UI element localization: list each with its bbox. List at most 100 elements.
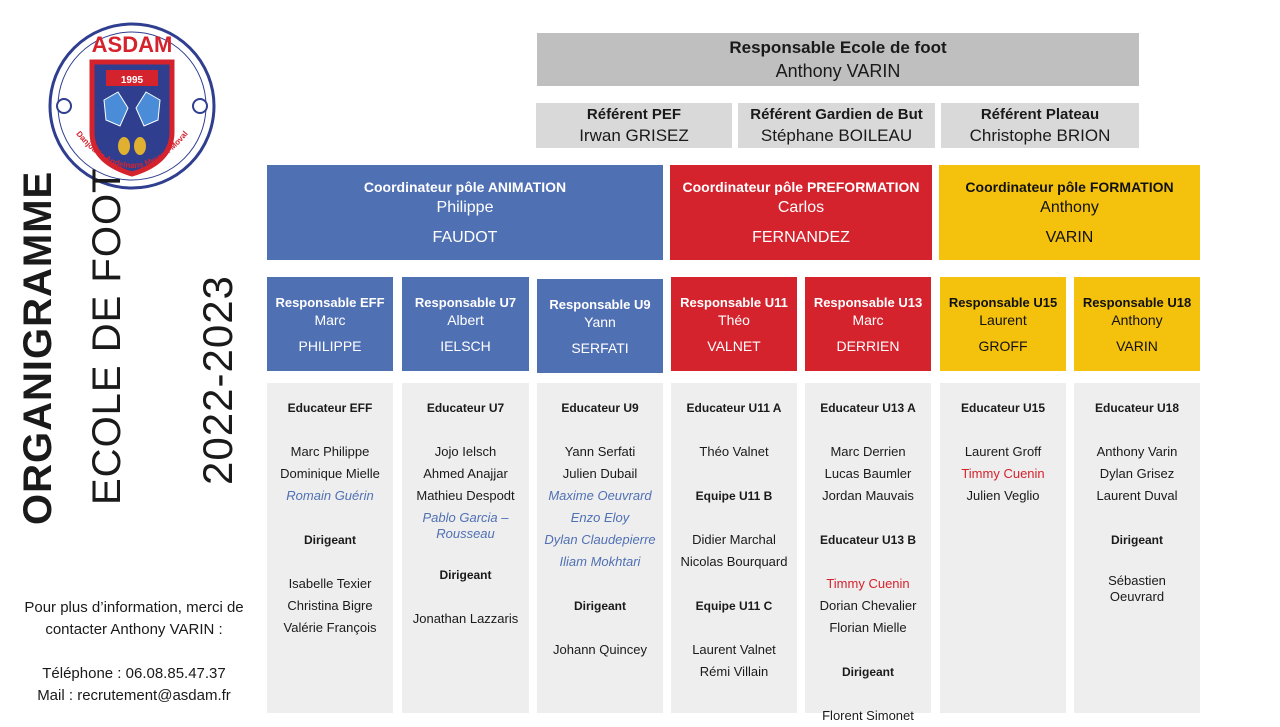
column-u15: Educateur U15 Laurent Groff Timmy Cuenin… xyxy=(940,383,1066,713)
responsable-role: Responsable U11 xyxy=(680,294,788,310)
responsable-last-name: DERRIEN xyxy=(836,337,900,354)
educator-name: Florian Mielle xyxy=(829,620,907,635)
responsable-first-name: Marc xyxy=(852,311,884,328)
responsable-last-name: VARIN xyxy=(1116,337,1158,354)
educator-name: Timmy Cuenin xyxy=(826,576,910,591)
referent-gardien-box: Référent Gardien de But Stéphane BOILEAU xyxy=(738,103,935,148)
responsable-role: Responsable EFF xyxy=(275,294,385,310)
educator-name: Laurent Valnet xyxy=(692,642,776,657)
educator-name: Théo Valnet xyxy=(699,444,769,459)
responsable-role: Responsable U7 xyxy=(414,294,517,310)
responsable-last-name: PHILIPPE xyxy=(298,337,362,354)
educator-name: Marc Derrien xyxy=(830,444,906,459)
dirigeant-name: Johann Quincey xyxy=(553,642,647,657)
educator-name: Rousseau xyxy=(436,526,495,541)
column-heading: Equipe U11 B xyxy=(695,489,773,503)
educator-name: Julien Dubail xyxy=(562,466,638,481)
educator-name: Enzo Eloy xyxy=(570,510,630,525)
title-ecole-de-foot: ECOLE DE FOOT xyxy=(85,167,129,506)
title-organigramme: ORGANIGRAMME xyxy=(16,170,60,525)
coordinator-animation-box: Coordinateur pôle ANIMATION Philippe FAU… xyxy=(267,165,663,260)
column-heading: Educateur U11 A xyxy=(686,401,782,415)
educator-name: Yann Serfati xyxy=(564,444,636,459)
responsable-first-name: Albert xyxy=(447,311,484,328)
column-heading: Dirigeant xyxy=(303,533,356,547)
responsable-role: Responsable U9 xyxy=(549,296,651,312)
contact-phone: Téléphone : 06.08.85.47.37 xyxy=(42,665,226,682)
educator-name: Dominique Mielle xyxy=(280,466,380,481)
column-heading: Educateur U13 B xyxy=(819,533,917,547)
educator-name: Dorian Chevalier xyxy=(819,598,917,613)
responsable-last-name: SERFATI xyxy=(571,339,629,356)
dirigeant-name: Christina Bigre xyxy=(287,598,373,613)
column-u18: Educateur U18 Anthony Varin Dylan Grisez… xyxy=(1074,383,1200,713)
educator-name: Julien Veglio xyxy=(966,488,1040,503)
responsable-u18-box: Responsable U18 Anthony VARIN xyxy=(1074,277,1200,371)
responsable-last-name: IELSCH xyxy=(440,337,491,354)
column-heading: Equipe U11 C xyxy=(695,599,773,613)
responsable-role: Responsable U13 xyxy=(813,294,923,310)
coordinator-last-name: FAUDOT xyxy=(432,228,498,246)
column-u7: Educateur U7 Jojo Ielsch Ahmed Anajjar M… xyxy=(402,383,529,713)
educator-name: Laurent Groff xyxy=(964,444,1042,459)
column-heading: Dirigeant xyxy=(439,568,492,582)
responsable-first-name: Marc xyxy=(314,311,346,328)
column-u11: Educateur U11 A Théo Valnet Equipe U11 B… xyxy=(671,383,797,713)
dirigeant-name: Valérie François xyxy=(283,620,377,635)
educator-name: Jordan Mauvais xyxy=(822,488,914,503)
educator-name: Pablo Garcia – xyxy=(422,510,509,525)
referent-name: Irwan GRISEZ xyxy=(579,125,689,145)
responsable-first-name: Yann xyxy=(584,313,616,330)
club-logo: ASDAM 1995 Danjoutin Andelnans Meroux-Mo… xyxy=(48,22,216,190)
title-season: 2022-2023 xyxy=(194,275,241,485)
responsable-last-name: GROFF xyxy=(978,337,1028,354)
dirigeant-name: Florent Simonet xyxy=(822,708,914,723)
educator-name: Maxime Oeuvrard xyxy=(548,488,652,503)
responsable-u7-box: Responsable U7 Albert IELSCH xyxy=(402,277,529,371)
dirigeant-name: Oeuvrard xyxy=(1109,589,1165,604)
educator-name: Jojo Ielsch xyxy=(434,444,497,459)
column-heading: Educateur U9 xyxy=(561,401,639,415)
coordinator-formation-box: Coordinateur pôle FORMATION Anthony VARI… xyxy=(939,165,1200,260)
coordinator-first-name: Anthony xyxy=(1040,198,1099,216)
responsable-u15-box: Responsable U15 Laurent GROFF xyxy=(940,277,1066,371)
head-role: Responsable Ecole de foot xyxy=(729,37,947,57)
coordinator-role: Coordinateur pôle ANIMATION xyxy=(363,178,567,195)
referent-role: Référent PEF xyxy=(586,105,682,123)
responsable-eff-box: Responsable EFF Marc PHILIPPE xyxy=(267,277,393,371)
educator-name: Nicolas Bourquard xyxy=(680,554,788,569)
coordinator-last-name: FERNANDEZ xyxy=(752,228,850,246)
referent-role: Référent Gardien de But xyxy=(750,105,923,123)
column-eff: Educateur EFF Marc Philippe Dominique Mi… xyxy=(267,383,393,713)
educator-name: Mathieu Despodt xyxy=(416,488,515,503)
responsable-u13-box: Responsable U13 Marc DERRIEN xyxy=(805,277,931,371)
educator-name: Dylan Claudepierre xyxy=(544,532,656,547)
head-name: Anthony VARIN xyxy=(775,60,901,81)
coordinator-first-name: Philippe xyxy=(436,198,494,216)
head-responsable-box: Responsable Ecole de foot Anthony VARIN xyxy=(537,33,1139,86)
educator-name: Rémi Villain xyxy=(699,664,769,679)
coordinator-first-name: Carlos xyxy=(777,198,825,216)
contact-info: Pour plus d’information, merci de contac… xyxy=(0,597,268,707)
referent-pef-box: Référent PEF Irwan GRISEZ xyxy=(536,103,732,148)
educator-name: Dylan Grisez xyxy=(1099,466,1175,481)
logo-text: ASDAM xyxy=(92,32,173,57)
logo-year: 1995 xyxy=(121,75,144,86)
column-heading: Educateur U7 xyxy=(426,401,505,415)
column-heading: Educateur U13 A xyxy=(820,401,916,415)
dirigeant-name: Jonathan Lazzaris xyxy=(412,611,519,626)
coordinator-role: Coordinateur pôle FORMATION xyxy=(965,178,1174,195)
contact-line1: Pour plus d’information, merci de xyxy=(24,599,244,616)
coordinator-last-name: VARIN xyxy=(1045,228,1094,246)
column-heading: Educateur U18 xyxy=(1094,401,1180,415)
dirigeant-name: Isabelle Texier xyxy=(288,576,372,591)
contact-mail[interactable]: Mail : recrutement@asdam.fr xyxy=(37,687,231,704)
responsable-role: Responsable U18 xyxy=(1082,294,1192,310)
educator-name: Marc Philippe xyxy=(290,444,370,459)
educator-name: Iliam Mokhtari xyxy=(559,554,641,569)
column-heading: Dirigeant xyxy=(841,665,894,679)
educator-name: Laurent Duval xyxy=(1096,488,1178,503)
column-heading: Dirigeant xyxy=(573,599,626,613)
referent-name: Christophe BRION xyxy=(969,125,1111,145)
educator-name: Lucas Baumler xyxy=(824,466,912,481)
